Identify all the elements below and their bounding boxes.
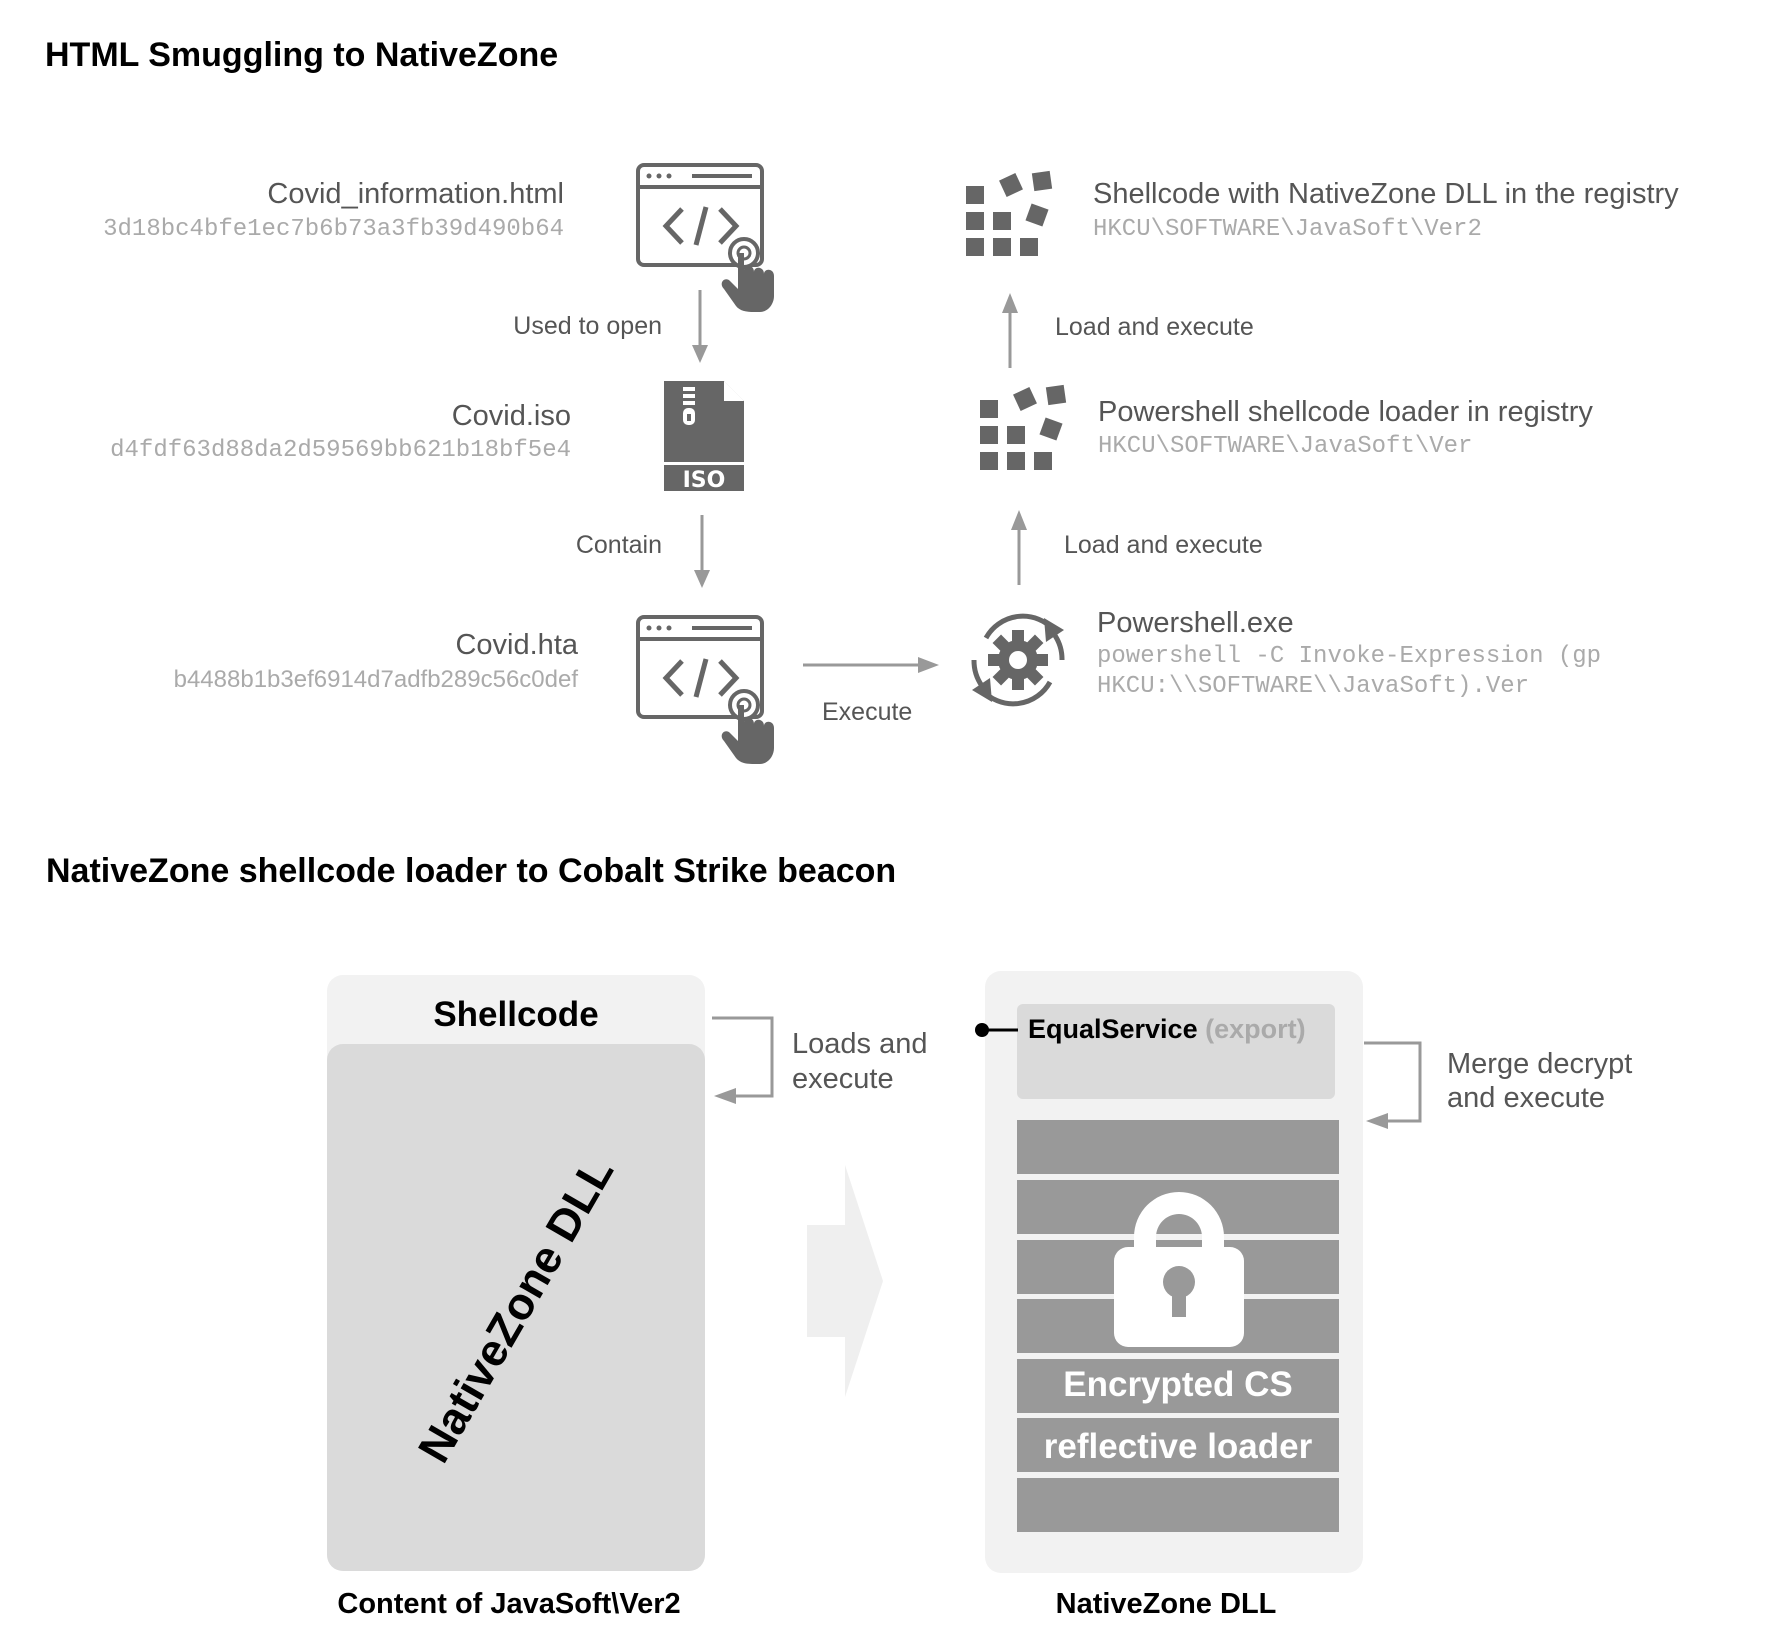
powershell-name: Powershell.exe <box>1097 607 1294 639</box>
edge-label-used-to-open: Used to open <box>513 312 662 340</box>
arrow-load-execute-upper <box>1002 293 1018 368</box>
arrow-contain <box>694 515 710 588</box>
arrow-used-to-open <box>692 290 708 363</box>
powershell-cmd-line-2: HKCU:\\SOFTWARE\\JavaSoft).Ver <box>1097 673 1530 700</box>
merge-line-1: Merge decrypt <box>1447 1048 1633 1080</box>
export-pointer-icon <box>975 1023 1018 1037</box>
hta-file-hash: b4488b1b3ef6914d7adfb289c56c0def <box>173 666 578 693</box>
edge-label-load-execute-upper: Load and execute <box>1055 313 1254 341</box>
loads-execute-line-2: execute <box>792 1063 894 1095</box>
encrypted-cs-label: Encrypted CS <box>1063 1365 1293 1404</box>
iso-file-name: Covid.iso <box>451 400 571 432</box>
iso-file-hash: d4fdf63d88da2d59569bb621b18bf5e4 <box>110 437 571 464</box>
powershell-cmd-line-1: powershell -C Invoke-Expression (gp <box>1097 643 1602 670</box>
export-name: EqualService <box>1028 1014 1198 1044</box>
arrow-execute <box>803 657 939 673</box>
transition-arrow-icon <box>807 1165 883 1397</box>
shellcode-panel-header: Shellcode <box>433 995 599 1034</box>
lock-icon <box>1114 1192 1244 1347</box>
edge-label-load-execute-lower: Load and execute <box>1064 531 1263 559</box>
html-file-name: Covid_information.html <box>267 178 564 210</box>
hta-code-icon <box>636 615 774 764</box>
edge-label-execute: Execute <box>822 698 913 726</box>
arrow-loads-and-execute <box>712 1016 774 1104</box>
reflective-loader-label: reflective loader <box>1043 1427 1313 1466</box>
shellcode-registry-name: Shellcode with NativeZone DLL in the reg… <box>1093 178 1679 210</box>
shellcode-registry-blocks-icon <box>966 170 1053 256</box>
html-code-icon <box>636 163 774 312</box>
loader-registry-path: HKCU\SOFTWARE\JavaSoft\Ver <box>1098 433 1473 460</box>
export-section-block <box>1017 1004 1335 1099</box>
loader-registry-name: Powershell shellcode loader in registry <box>1098 396 1593 428</box>
merge-line-2: and execute <box>1447 1082 1606 1114</box>
iso-file-icon: ISO <box>664 379 746 493</box>
nativezone-dll-block: NativeZone DLL <box>327 1044 705 1571</box>
dll-bar-encrypted <box>1017 1359 1339 1413</box>
dll-bar <box>1017 1478 1339 1532</box>
shellcode-registry-path: HKCU\SOFTWARE\JavaSoft\Ver2 <box>1093 216 1482 243</box>
arrow-load-execute-lower <box>1011 510 1027 585</box>
section-title-nativezone: NativeZone shellcode loader to Cobalt St… <box>46 852 897 890</box>
nativezone-dll-rotated-label: NativeZone DLL <box>407 1148 624 1471</box>
edge-label-contain: Contain <box>575 531 662 559</box>
loads-execute-line-1: Loads and <box>792 1028 928 1060</box>
loader-registry-blocks-icon <box>980 384 1067 470</box>
section-title-html-smuggling: HTML Smuggling to NativeZone <box>45 36 559 74</box>
html-file-hash: 3d18bc4bfe1ec7b6b73a3fb39d490b64 <box>103 216 564 243</box>
dll-bar <box>1017 1120 1339 1174</box>
iso-badge-label: ISO <box>683 468 726 493</box>
arrow-merge-decrypt-execute <box>1364 1041 1422 1129</box>
export-label: EqualService (export) <box>1028 1014 1306 1045</box>
right-panel-caption: NativeZone DLL <box>1055 1588 1277 1620</box>
powershell-gear-icon <box>971 613 1065 707</box>
hta-file-name: Covid.hta <box>455 629 578 661</box>
dll-bar-reflective <box>1017 1418 1339 1472</box>
export-tag: (export) <box>1205 1014 1306 1044</box>
left-panel-caption: Content of JavaSoft\Ver2 <box>337 1588 681 1620</box>
